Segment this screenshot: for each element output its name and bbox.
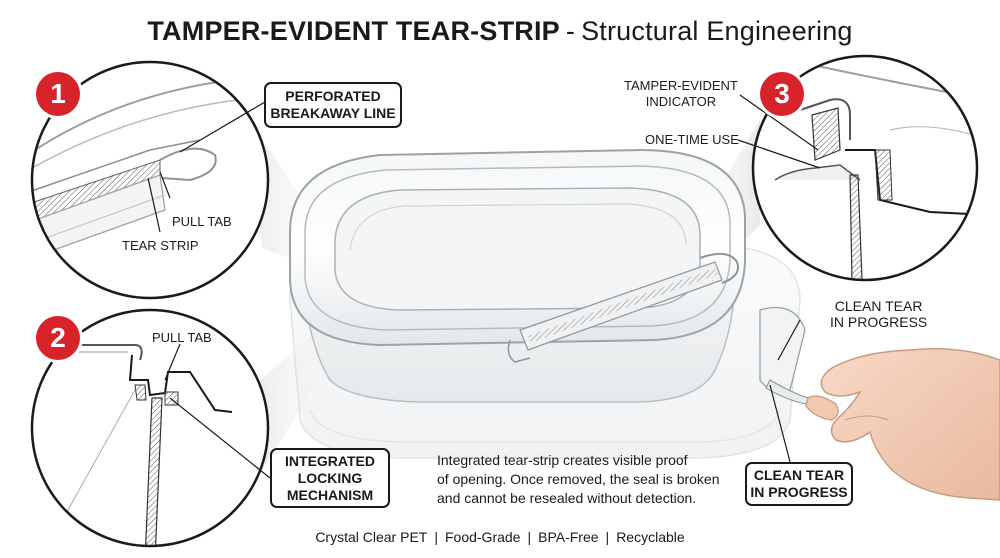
integrated-line-3: MECHANISM	[286, 486, 374, 503]
leader-clean-tear-b	[769, 384, 791, 463]
footer-separator: |	[527, 529, 532, 545]
page-title: TAMPER-EVIDENT TEAR-STRIP-Structural Eng…	[0, 16, 1000, 47]
inset-circle-3	[737, 54, 979, 282]
description-text: Integrated tear-strip creates visible pr…	[437, 451, 737, 508]
integrated-line-2: LOCKING	[297, 469, 363, 486]
badge-2: 2	[36, 316, 80, 360]
footer-separator: |	[605, 529, 610, 545]
tear-strip-label: TEAR STRIP	[122, 238, 199, 253]
one-time-use-label: ONE-TIME USE	[645, 132, 739, 147]
inset-circle-1	[30, 60, 270, 300]
perforated-breakaway-callout: PERFORATED BREAKAWAY LINE	[264, 82, 402, 128]
leader-clean-tear-a	[777, 319, 801, 361]
container-illustration	[289, 148, 746, 403]
pull-tab-label-2: PULL TAB	[152, 330, 212, 345]
clean-tear-b-line-1: CLEAN TEAR	[753, 467, 845, 483]
description-line-1: Integrated tear-strip creates visible pr…	[437, 452, 688, 468]
title-main: TAMPER-EVIDENT TEAR-STRIP	[147, 16, 560, 46]
badge-1: 1	[36, 72, 80, 116]
perforated-line-1: PERFORATED	[285, 88, 381, 104]
description-line-3: and cannot be resealed without detection…	[437, 490, 697, 506]
footer-item-recyclable: Recyclable	[616, 529, 685, 545]
clean-tear-a-line-1: CLEAN TEAR	[834, 298, 923, 314]
clean-tear-callout-box: CLEAN TEAR IN PROGRESS	[745, 462, 853, 506]
hand-illustration	[805, 348, 1000, 501]
title-subtitle: Structural Engineering	[581, 16, 853, 46]
footer-item-food-grade: Food-Grade	[444, 529, 521, 545]
integrated-line-1: INTEGRATED	[285, 452, 375, 469]
tear-in-progress-illustration	[759, 306, 809, 405]
integrated-locking-callout: INTEGRATED LOCKING MECHANISM	[270, 448, 390, 508]
inset-circle-2	[30, 308, 271, 548]
feature-footer: Crystal Clear PET | Food-Grade | BPA-Free | Re…	[0, 529, 1000, 545]
description-line-2: of opening. Once removed, the seal is br…	[437, 471, 720, 487]
tamper-line-1: TAMPER-EVIDENT	[624, 78, 738, 93]
clean-tear-b-line-2: IN PROGRESS	[750, 484, 848, 500]
tamper-evident-indicator-label: TAMPER-EVIDENT INDICATOR	[624, 78, 738, 110]
pull-tab-label-1: PULL TAB	[172, 214, 232, 229]
tamper-line-2: INDICATOR	[645, 94, 717, 109]
footer-item-pet: Crystal Clear PET	[315, 529, 428, 545]
clean-tear-label: CLEAN TEAR IN PROGRESS	[830, 298, 927, 330]
footer-separator: |	[434, 529, 438, 545]
badge-3: 3	[760, 72, 804, 116]
title-separator: -	[565, 16, 576, 46]
clean-tear-a-line-2: IN PROGRESS	[830, 314, 928, 330]
footer-item-bpa-free: BPA-Free	[538, 529, 599, 545]
perforated-line-2: BREAKAWAY LINE	[270, 105, 396, 121]
